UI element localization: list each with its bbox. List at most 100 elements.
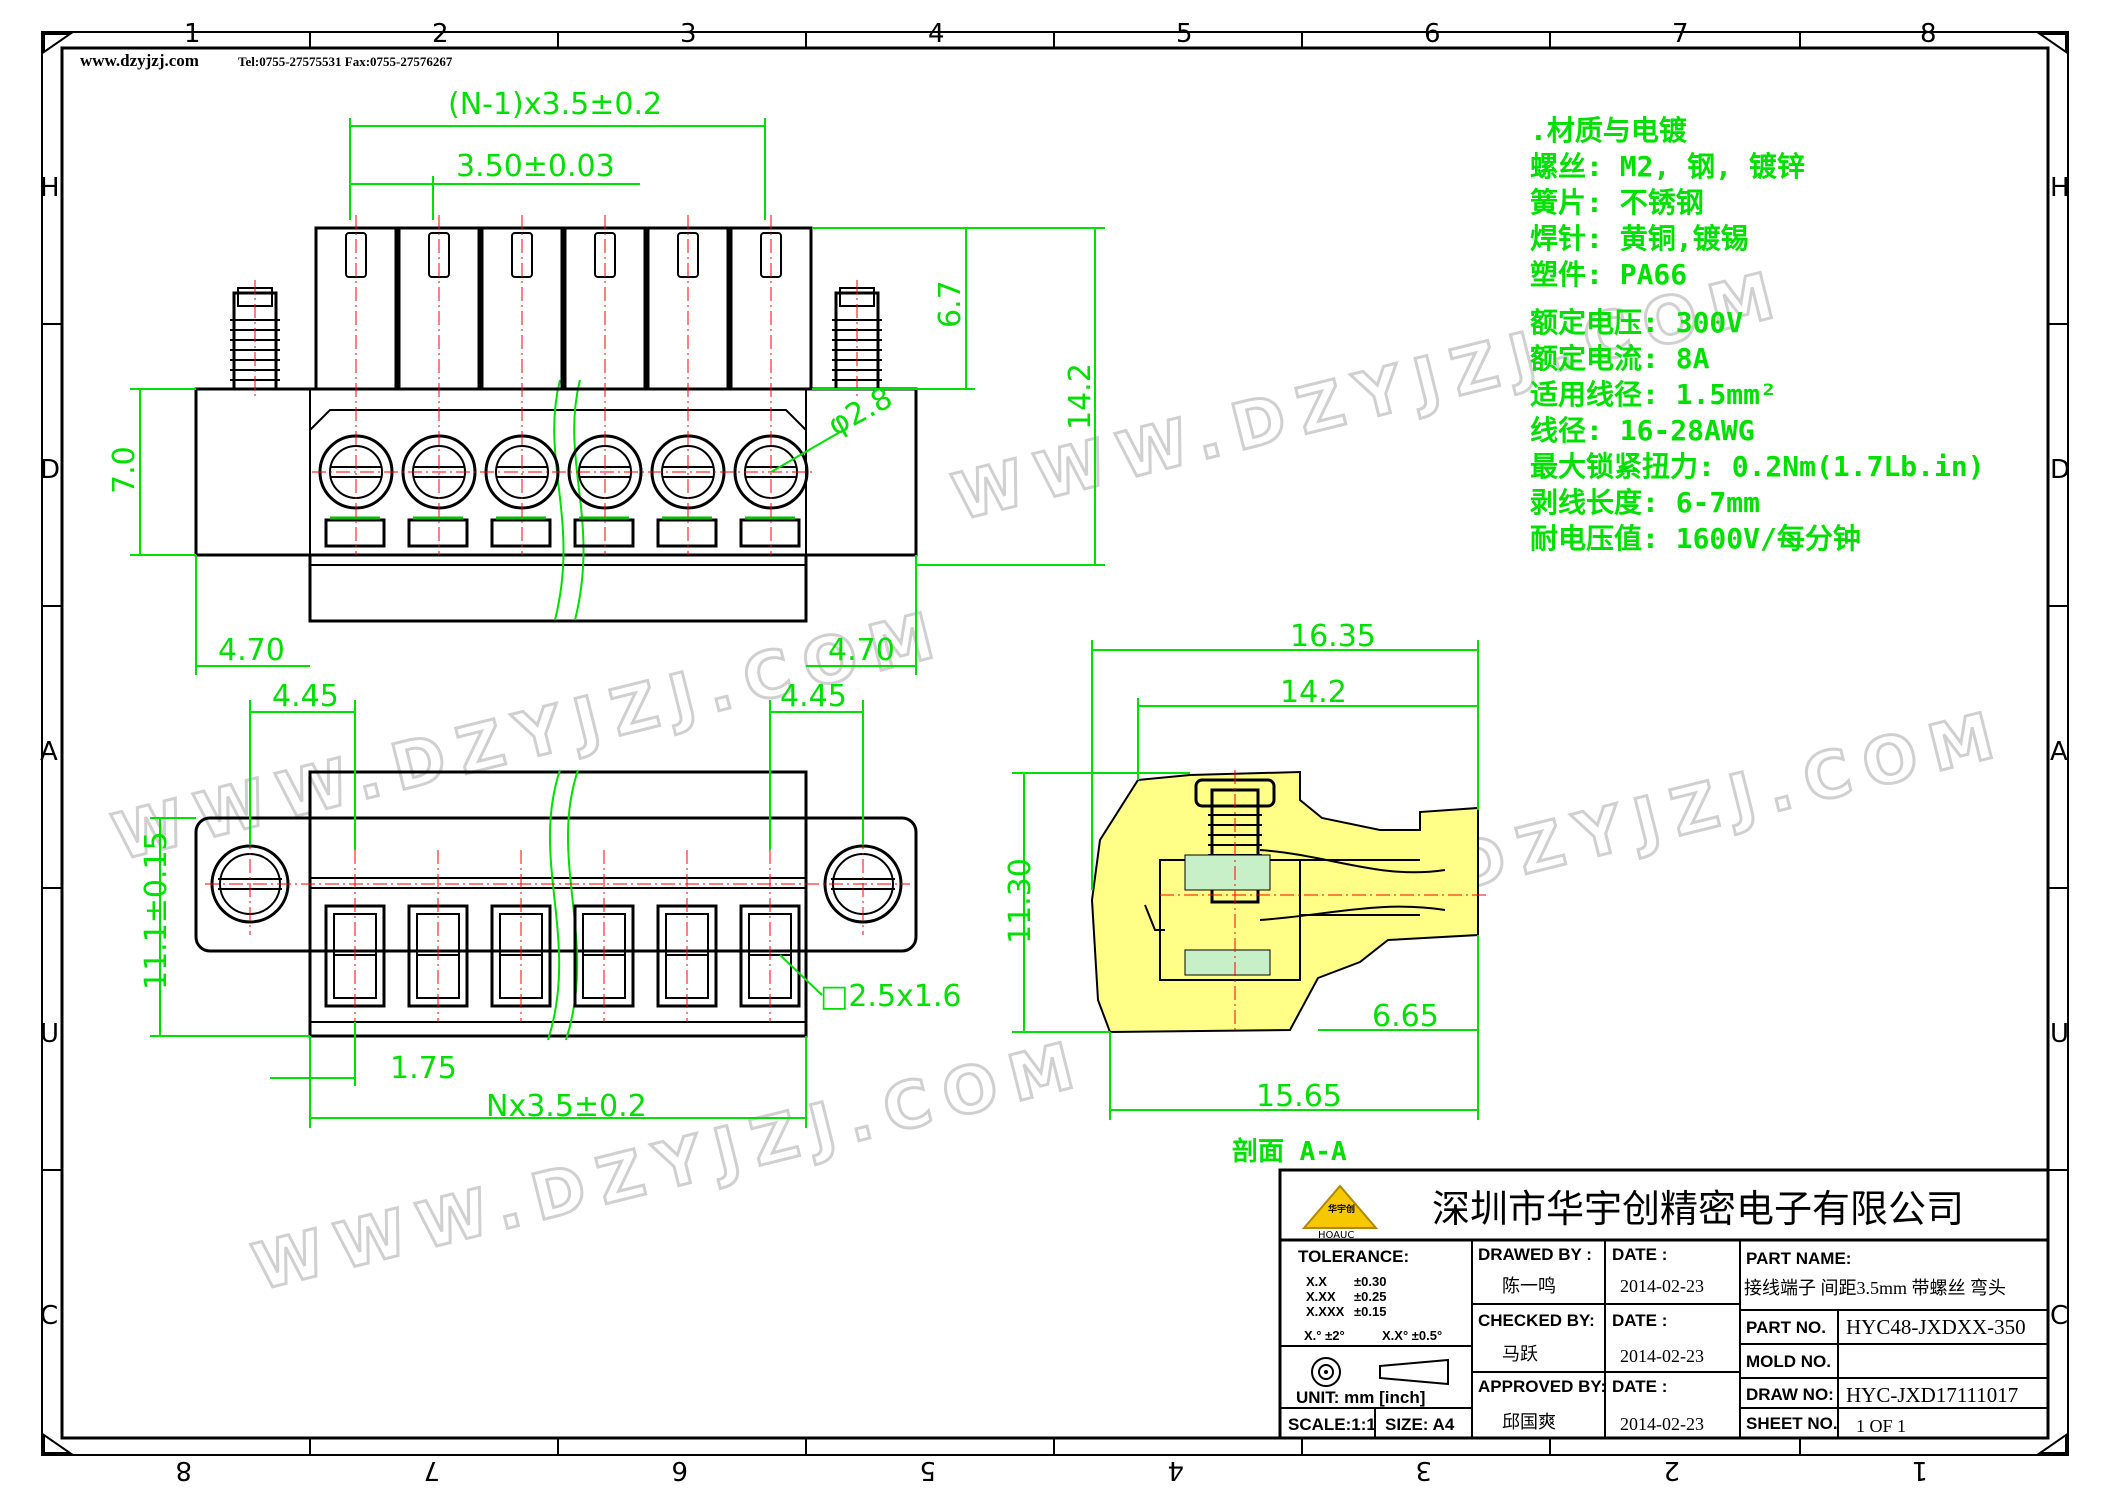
approved-by-label: APPROVED BY: xyxy=(1478,1377,1606,1396)
dim-right-offset-top: 4.70 xyxy=(828,633,895,668)
grid-col-3: 3 xyxy=(680,19,697,49)
note-wire-size: 适用线径: 1.5mm² xyxy=(1530,378,1777,411)
top-pins xyxy=(314,226,813,391)
dim-side-total: 16.35 xyxy=(1290,619,1376,654)
front-flange xyxy=(194,816,918,953)
dim-front-height: 7.0 xyxy=(107,446,142,494)
note-plastic: 塑件: PA66 xyxy=(1530,258,1687,291)
dim-side-base: 15.65 xyxy=(1256,1079,1342,1114)
part-name-label: PART NAME: xyxy=(1746,1249,1851,1268)
corner-marker-bl xyxy=(43,1433,74,1454)
spec-notes: .材质与电镀 螺丝: M2, 钢, 镀锌 簧片: 不锈钢 焊针: 黄铜,镀锡 塑… xyxy=(1530,114,1985,555)
top-front-lip xyxy=(308,553,808,623)
grid-row-h: H xyxy=(40,173,60,203)
approved-by-value: 邱国爽 xyxy=(1502,1412,1556,1432)
tol-xx-value: ±0.30 xyxy=(1354,1274,1386,1289)
date-label-1: DATE : xyxy=(1612,1245,1667,1264)
front-dimensions xyxy=(150,700,864,1128)
grid-row-a-right: A xyxy=(2050,737,2068,767)
top-wire-slots xyxy=(324,516,801,548)
top-dimensions xyxy=(130,118,1105,675)
sheet-no-label: SHEET NO. xyxy=(1746,1414,1838,1433)
front-wire-entries xyxy=(324,904,801,1008)
scale-text: SCALE:1:1 xyxy=(1288,1415,1376,1434)
grid-col-7: 7 xyxy=(1672,19,1689,49)
grid-col-6: 6 xyxy=(1424,19,1441,49)
dim-half-pitch: 1.75 xyxy=(390,1051,457,1086)
mold-no-label: MOLD NO. xyxy=(1746,1352,1831,1371)
dim-left-offset-bottom: 4.45 xyxy=(272,679,339,714)
grid-row-u: U xyxy=(40,1019,59,1049)
grid-col-b7: 7 xyxy=(423,1455,440,1485)
logo-text: 华宇创 xyxy=(1328,1203,1355,1215)
part-no-label: PART NO. xyxy=(1746,1318,1826,1337)
dim-flange-height: 11.1±0.15 xyxy=(139,831,174,990)
section-spring xyxy=(1259,849,1446,921)
tol-xxx-value: ±0.25 xyxy=(1354,1289,1386,1304)
grid-col-labels-top: 1 2 3 4 5 6 7 8 xyxy=(184,19,1937,49)
checked-by-label: CHECKED BY: xyxy=(1478,1311,1595,1330)
company-logo: 华宇创 HOAUC xyxy=(1301,1184,1379,1241)
website-text: www.dzyjzj.com xyxy=(80,51,199,70)
tol-angle-1: X.° ±2° xyxy=(1304,1328,1345,1343)
date-value-2: 2014-02-23 xyxy=(1620,1346,1704,1366)
grid-col-5: 5 xyxy=(1176,19,1193,49)
tol-xxxx-label: X.XXX xyxy=(1306,1304,1345,1319)
date-label-3: DATE : xyxy=(1612,1377,1667,1396)
front-body xyxy=(308,770,808,1038)
tol-xxxx-value: ±0.15 xyxy=(1354,1304,1386,1319)
corner-marker-tr xyxy=(2036,33,2067,54)
dim-right-offset-bottom: 4.45 xyxy=(780,679,847,714)
drawed-by-value: 陈一鸣 xyxy=(1502,1276,1556,1296)
dim-side-pin: 6.65 xyxy=(1372,999,1439,1034)
grid-col-b1: 1 xyxy=(1911,1455,1928,1485)
watermark-4: WWW.DZYJZJ.COM xyxy=(246,1027,1095,1306)
grid-row-a: A xyxy=(40,737,58,767)
top-centerlines xyxy=(254,215,858,555)
tol-xxx-label: X.XX xyxy=(1306,1289,1336,1304)
note-current: 额定电流: 8A xyxy=(1530,342,1710,375)
grid-col-b8: 8 xyxy=(175,1455,192,1485)
note-strip-length: 剥线长度: 6-7mm xyxy=(1530,486,1760,519)
dim-pitch: 3.50±0.03 xyxy=(456,149,615,184)
draw-no-value: HYC-JXD17111017 xyxy=(1846,1383,2018,1407)
top-view: (N-1)x3.5±0.2 3.50±0.03 6.7 14.2 7.0 φ2.… xyxy=(107,87,1105,675)
projection-symbol xyxy=(1311,1357,1449,1387)
logo-sub: HOAUC xyxy=(1318,1230,1354,1241)
date-value-3: 2014-02-23 xyxy=(1620,1414,1704,1434)
grid-col-1: 1 xyxy=(184,19,201,49)
dim-body-height: 14.2 xyxy=(1063,363,1098,430)
section-view: 16.35 14.2 11.30 6.65 15.65 剖面 A-A xyxy=(1003,619,1490,1167)
tol-xx-label: X.X xyxy=(1306,1274,1327,1289)
unit-text: UNIT: mm [inch] xyxy=(1296,1388,1425,1407)
section-label: 剖面 A-A xyxy=(1232,1136,1347,1167)
grid-col-b6: 6 xyxy=(671,1455,688,1485)
front-centerlines xyxy=(205,835,910,1022)
sheet-no-value: 1 OF 1 xyxy=(1856,1416,1906,1436)
grid-col-4: 4 xyxy=(928,19,945,49)
dim-left-offset-top: 4.70 xyxy=(218,633,285,668)
section-dimensions xyxy=(1012,640,1479,1120)
tolerance-label: TOLERANCE: xyxy=(1298,1247,1409,1266)
grid-col-b2: 2 xyxy=(1663,1455,1680,1485)
grid-col-labels-bottom: 8 7 6 5 4 3 2 1 xyxy=(175,1455,1928,1485)
tol-angle-2: X.X° ±0.5° xyxy=(1382,1328,1442,1343)
grid-row-u-right: U xyxy=(2050,1019,2069,1049)
date-value-1: 2014-02-23 xyxy=(1620,1276,1704,1296)
dim-side-body: 14.2 xyxy=(1280,675,1347,710)
dim-wire-entry: □2.5x1.6 xyxy=(820,979,962,1014)
grid-row-d: D xyxy=(40,455,60,485)
grid-col-2: 2 xyxy=(432,19,449,49)
drawed-by-label: DRAWED BY : xyxy=(1478,1245,1592,1264)
part-name-value: 接线端子 间距3.5mm 带螺丝 弯头 xyxy=(1744,1278,2006,1298)
note-screw: 螺丝: M2, 钢, 镀锌 xyxy=(1530,150,1805,183)
grid-row-d-right: D xyxy=(2050,455,2070,485)
note-torque: 最大锁紧扭力: 0.2Nm(1.7Lb.in) xyxy=(1530,450,1985,483)
section-housing xyxy=(1090,770,1479,1034)
dim-side-height: 11.30 xyxy=(1003,858,1038,944)
checked-by-value: 马跃 xyxy=(1502,1344,1538,1364)
note-voltage: 额定电压: 300V xyxy=(1530,306,1743,339)
grid-col-8: 8 xyxy=(1920,19,1937,49)
note-spring: 簧片: 不锈钢 xyxy=(1530,186,1704,219)
